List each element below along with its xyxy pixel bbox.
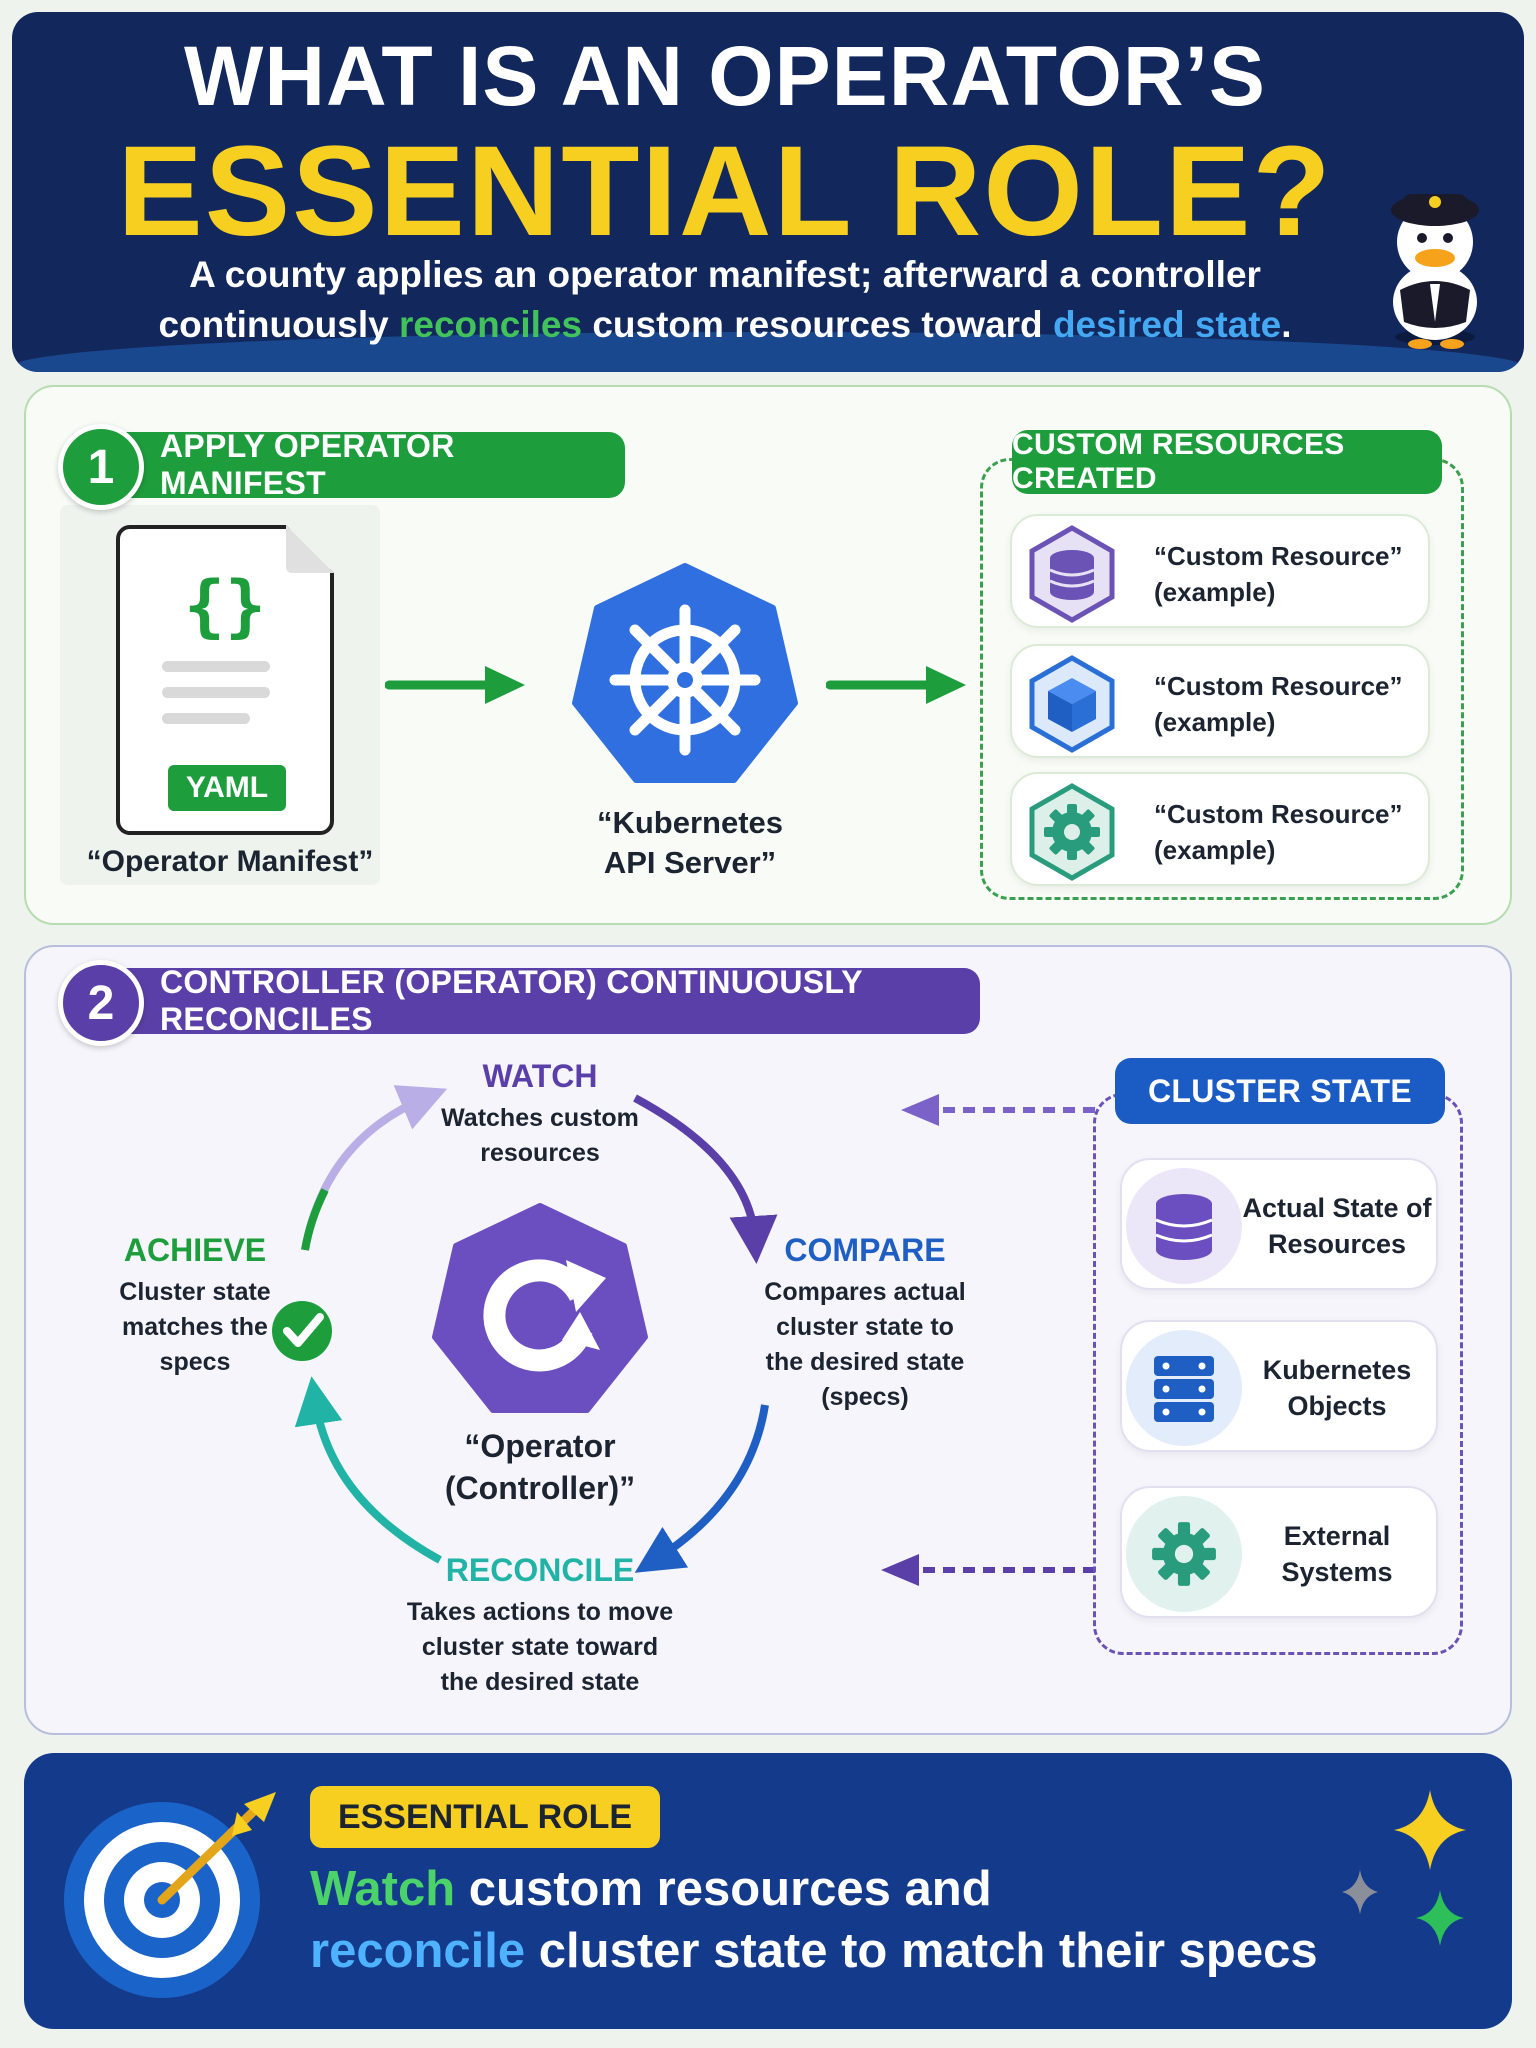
operator-refresh-icon [432,1203,648,1413]
subtitle-highlight-desired-state: desired state [1052,304,1282,345]
arrow-to-api-icon [385,666,525,704]
reconcile-cycle-arrows-icon [294,1085,778,1573]
stage-watch: WATCH Watches custom resources [400,1058,680,1171]
server-icon [1154,1356,1214,1422]
subtitle-highlight-reconciles: reconciles [399,304,583,345]
custom-resource-card: “Custom Resource” (example) [1010,644,1430,758]
section1-number: 1 [58,424,144,510]
cluster-state-card: External Systems [1120,1486,1438,1618]
kubernetes-helm-icon [572,563,798,783]
subtitle-text-2: custom resources toward [582,304,1053,345]
custom-resource-card: “Custom Resource” (example) [1010,772,1430,886]
yaml-badge: YAML [168,765,286,811]
gear-icon [1152,1522,1216,1586]
stage-reconcile: RECONCILE Takes actions to move cluster … [380,1552,700,1700]
custom-resources-title: CUSTOM RESOURCES CREATED [1012,428,1442,495]
manifest-document-icon: {} YAML [116,523,336,835]
stage-achieve: ACHIEVE Cluster state matches the specs [90,1232,300,1380]
essential-role-badge: ESSENTIAL ROLE [310,1786,660,1848]
section2-number: 2 [58,960,144,1046]
database-icon [1155,1194,1213,1260]
manifest-label: “Operator Manifest” [86,845,374,878]
cluster-state-title: CLUSTER STATE [1115,1058,1445,1124]
section2-title: CONTROLLER (OPERATOR) CONTINUOUSLY RECON… [100,964,980,1037]
cluster-state-card: Actual State of Resources [1120,1158,1438,1290]
achieve-title: ACHIEVE [123,1232,267,1268]
arrow-to-resources-icon [826,666,966,704]
cluster-state-card: Kubernetes Objects [1120,1320,1438,1452]
watch-title: WATCH [482,1058,598,1094]
duck-mascot-icon [1391,194,1479,349]
sparkle-icon [1342,1790,1466,1946]
compare-title: COMPARE [784,1232,946,1268]
essential-role-text: Watch custom resources and reconcile clu… [310,1862,1318,1978]
dashed-arrow-watch-icon [901,1094,1095,1126]
footer-highlight-watch: Watch [310,1862,456,1916]
operator-controller-label: “Operator (Controller)” [444,1428,636,1506]
page-title-line1: WHAT IS AN OPERATOR’S [184,29,1266,123]
api-server-label: “Kubernetes API Server” [596,805,784,880]
subtitle-text-3: . [1281,304,1292,345]
target-dart-icon [64,1792,276,1998]
curly-braces-icon: {} [184,567,266,646]
page-title-line2: ESSENTIAL ROLE? [117,120,1333,263]
section1-title: APPLY OPERATOR MANIFEST [100,428,625,501]
cube-icon [1029,655,1115,753]
subtitle-text-1: A county applies an operator manifest; a… [158,254,1261,345]
reconcile-title: RECONCILE [445,1552,635,1588]
check-circle-icon [272,1301,332,1361]
dashed-arrow-reconcile-icon [881,1554,1095,1586]
stage-compare: COMPARE Compares actual cluster state to… [740,1232,990,1415]
database-icon [1029,525,1115,623]
page-subtitle: A county applies an operator manifest; a… [100,250,1350,350]
custom-resource-card: “Custom Resource” (example) [1010,514,1430,628]
gear-icon [1029,783,1115,881]
footer-highlight-reconcile: reconcile [310,1924,526,1978]
header-banner [12,12,1524,372]
